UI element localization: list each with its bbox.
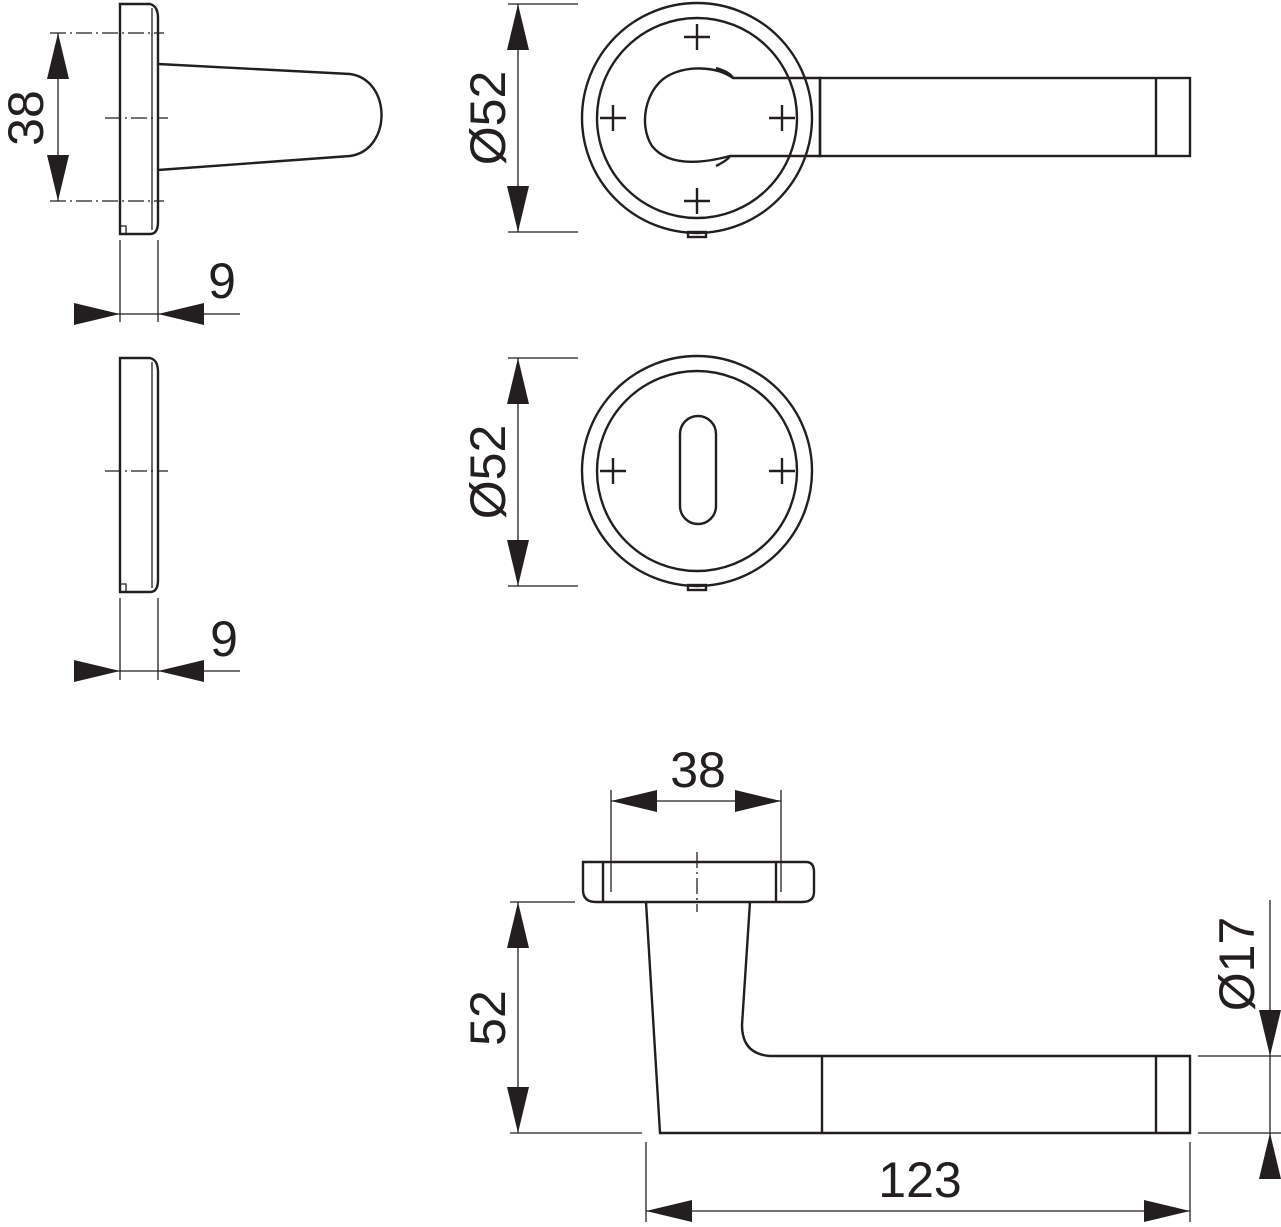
arrow-up-esc [507,358,529,404]
arrow-down-17 [1259,1010,1281,1056]
screw-mark-bottom [684,188,710,214]
arrow-down-52 [507,1087,529,1133]
dim-label-38-side: 38 [0,90,54,146]
arrow-down [47,155,69,201]
arrow-up-17 [1259,1133,1281,1179]
dim-label-123-length: 123 [878,1152,961,1208]
screw-mark-right [769,105,795,131]
lever-neck-front [643,67,822,163]
side-view-rose: 38 9 [0,2,383,325]
escutcheon-plate-outline [118,356,160,594]
escutcheon-notch [120,583,127,592]
rose-plate-outline [118,2,160,236]
lever-body-side [644,901,1192,1135]
escutcheon-screw-right [769,458,795,484]
arrow-left-9b [158,660,204,682]
arrow-left-38 [611,790,657,812]
dim-label-38-base: 38 [670,742,726,798]
lever-grip-front [818,76,1192,158]
arrow-right-38 [735,790,781,812]
screw-mark-left [600,105,626,131]
keyhole-slot [678,414,718,526]
front-view-escutcheon: Ø52 [460,354,814,592]
rose-inner-circle [595,16,799,220]
lever-neck-bottom-fillet [715,155,732,168]
escutcheon-screw-left [600,458,626,484]
arrow-down-esc [507,540,529,586]
arrow-down-dia [507,186,529,232]
rose-notch [120,225,127,234]
dim-label-dia-17: Ø17 [1209,917,1265,1012]
arrow-up-dia [507,4,529,50]
dim-label-dia-52-rose: Ø52 [460,71,516,166]
arrow-right-9 [74,303,120,325]
dim-label-9-bottom: 9 [210,611,238,667]
lever-neck-top-fillet [715,66,735,79]
arrow-up-52 [507,902,529,948]
arrow-left-123 [646,1200,692,1222]
front-view-lever: Ø52 [460,1,1192,239]
screw-mark-top [684,24,710,50]
rose-bottom-notch [686,230,708,239]
arrow-up [47,33,69,79]
rose-base-side [581,860,816,904]
arrow-right-123 [1144,1200,1190,1222]
escutcheon-bottom-notch [686,583,708,592]
side-view-escutcheon: 9 [74,356,240,682]
lever-neck-side [157,62,383,172]
arrow-right-9b [74,660,120,682]
arrow-left-9 [158,303,204,325]
side-view-lever: 38 52 123 Ø17 [460,742,1281,1222]
dim-label-dia-52-escutcheon: Ø52 [460,425,516,520]
dim-label-9-top: 9 [208,253,236,309]
escutcheon-inner-circle [595,369,799,573]
dim-label-52-height: 52 [460,990,516,1046]
